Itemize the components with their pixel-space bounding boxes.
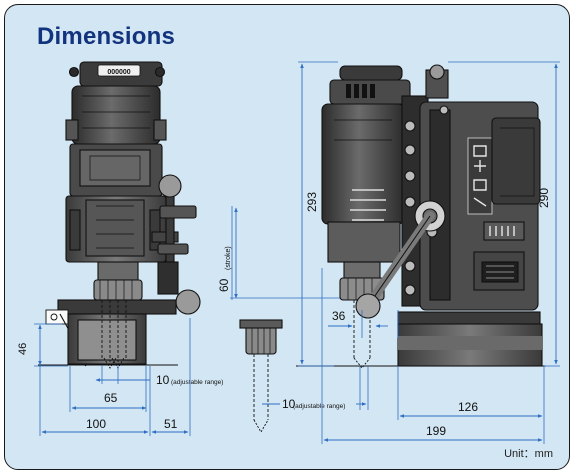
dim-36-label: 36 <box>332 309 346 323</box>
dim-60-label: 60 <box>217 278 231 292</box>
side-view-dimensions: 293 290 36 126 199 <box>298 61 560 444</box>
dim-10-right-note: (adjustable range) <box>293 403 345 410</box>
cutter-detail <box>239 319 283 433</box>
dim-100-label: 100 <box>86 417 106 431</box>
front-view-machine <box>38 61 201 369</box>
dim-293-label: 293 <box>305 192 319 212</box>
dim-199-label: 199 <box>426 424 446 438</box>
dim-290-label: 290 <box>537 188 551 208</box>
stroke-dimension: 60 (stroke) 10 (adjustable range) <box>217 206 367 411</box>
page-title: Dimensions <box>37 23 176 50</box>
dim-65-label: 65 <box>104 391 118 405</box>
dim-10-left-note: (adjustable range) <box>171 379 223 386</box>
front-view-dimensions: 46 10 (adjustable range) 65 100 51 <box>17 318 223 436</box>
unit-label: Unit：mm <box>504 448 553 460</box>
model-badge: 000000 <box>107 69 130 76</box>
dim-60-note: (stroke) <box>225 246 232 270</box>
side-view-machine <box>296 64 546 369</box>
dim-46-label: 46 <box>17 343 29 355</box>
dim-10-left-label: 10 <box>156 373 170 387</box>
dim-51-label: 51 <box>164 417 178 431</box>
dim-10-right-label: 10 <box>282 397 296 411</box>
dim-126-label: 126 <box>458 400 478 414</box>
